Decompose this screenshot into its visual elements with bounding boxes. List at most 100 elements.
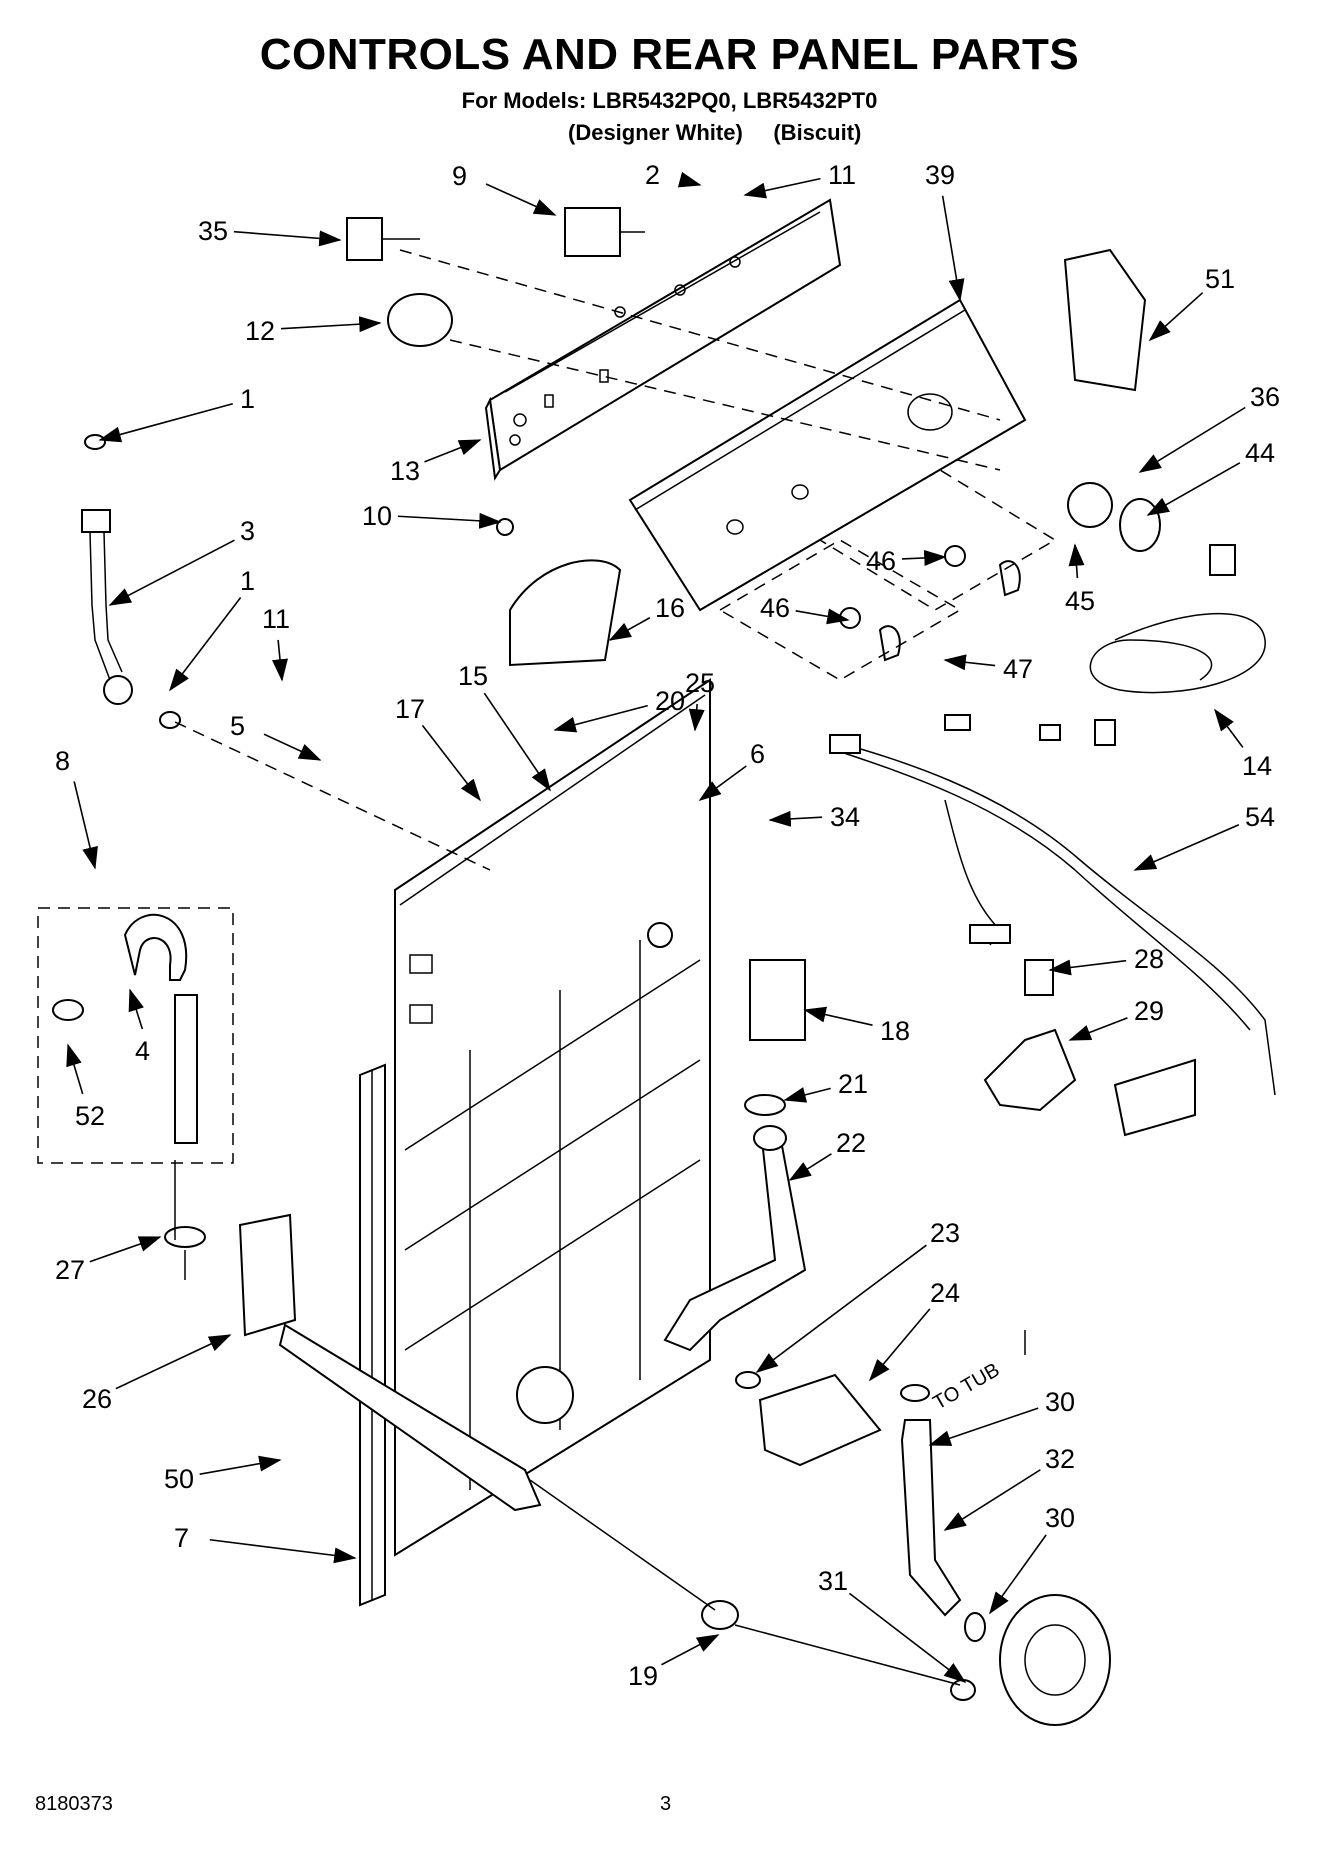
callout-30: 30 — [1045, 1503, 1075, 1533]
callout-9: 9 — [452, 161, 467, 191]
callout-35: 35 — [198, 216, 228, 246]
callout-45: 45 — [1065, 586, 1095, 616]
callout-arrow-14 — [1214, 708, 1244, 748]
callout-20: 20 — [655, 686, 685, 716]
callout-29: 29 — [1134, 996, 1164, 1026]
callout-31: 31 — [818, 1566, 848, 1596]
page-number: 3 — [660, 1793, 672, 1815]
callout-1: 1 — [240, 566, 255, 596]
callout-arrow-27 — [89, 1236, 162, 1263]
control-console — [484, 198, 842, 481]
document-number: 8180373 — [35, 1793, 113, 1815]
callout-arrow-13 — [424, 439, 482, 463]
callout-arrow-20 — [553, 704, 648, 733]
callout-17: 17 — [395, 694, 425, 724]
callout-arrow-25 — [688, 703, 705, 732]
callout-10: 10 — [362, 501, 392, 531]
callout-arrow-15 — [483, 692, 551, 792]
callout-arrow-18 — [803, 1006, 873, 1026]
callout-54: 54 — [1245, 802, 1275, 832]
drain-hose-kit-box — [37, 907, 234, 1164]
callout-26: 26 — [82, 1384, 112, 1414]
callout-47: 47 — [1003, 654, 1033, 684]
callout-arrow-17 — [421, 724, 481, 802]
callout-arrow-11 — [743, 177, 821, 199]
callout-arrow-51 — [1148, 292, 1204, 342]
callout-arrow-1 — [98, 403, 233, 443]
callout-27: 27 — [55, 1255, 85, 1285]
callout-25: 25 — [685, 668, 715, 698]
callout-32: 32 — [1045, 1444, 1075, 1474]
wiring-harness — [829, 544, 1276, 1137]
callout-arrow-30 — [928, 1407, 1039, 1446]
callout-arrow-54 — [1133, 824, 1240, 871]
callout-arrow-8 — [73, 781, 98, 870]
callout-5: 5 — [230, 711, 245, 741]
callout-arrows — [66, 171, 1246, 1683]
callout-1: 1 — [240, 384, 255, 414]
callout-arrow-3 — [108, 539, 235, 606]
callout-30: 30 — [1045, 1387, 1075, 1417]
callout-arrow-11 — [272, 639, 288, 682]
rear-control-panel — [628, 298, 1027, 612]
callout-arrow-1 — [169, 596, 242, 692]
callout-arrow-34 — [768, 810, 823, 827]
callout-arrow-46 — [795, 608, 850, 625]
callout-24: 24 — [930, 1278, 960, 1308]
callout-arrow-45 — [1068, 543, 1085, 579]
tub-drain-assembly — [701, 1330, 1111, 1726]
to-tub-label: TO TUB — [930, 1359, 1004, 1414]
callout-8: 8 — [55, 746, 70, 776]
callout-arrow-50 — [199, 1455, 282, 1475]
callout-11: 11 — [828, 160, 856, 190]
callout-23: 23 — [930, 1218, 960, 1248]
callout-11: 11 — [262, 604, 290, 634]
callout-46: 46 — [866, 546, 896, 576]
rear-panel-frame — [394, 678, 711, 1557]
callout-arrow-31 — [848, 1592, 967, 1683]
color-designer-white: (Designer White) — [568, 120, 743, 145]
callout-13: 13 — [390, 456, 420, 486]
callout-21: 21 — [838, 1069, 868, 1099]
callout-14: 14 — [1242, 751, 1272, 781]
callout-arrow-5 — [263, 733, 322, 761]
callout-arrow-6 — [698, 765, 747, 801]
knob-dashed-groups — [399, 249, 1057, 681]
inlet-hose-left — [81, 434, 491, 871]
callout-arrow-36 — [1138, 406, 1246, 473]
models-line: For Models: LBR5432PQ0, LBR5432PT0 — [461, 88, 878, 113]
callout-arrow-46 — [901, 549, 947, 566]
callout-arrow-9 — [485, 183, 557, 216]
callout-12: 12 — [245, 316, 275, 346]
callout-28: 28 — [1134, 944, 1164, 974]
callout-arrow-44 — [1146, 462, 1241, 516]
callout-arrow-35 — [233, 230, 342, 247]
callout-arrow-32 — [943, 1469, 1041, 1531]
callout-arrow-16 — [608, 617, 651, 641]
callout-arrow-29 — [1068, 1017, 1128, 1041]
side-rail — [359, 1063, 386, 1607]
callout-7: 7 — [174, 1523, 189, 1553]
callout-arrow-19 — [661, 1634, 720, 1666]
callout-3: 3 — [240, 516, 255, 546]
color-biscuit: (Biscuit) — [773, 120, 862, 145]
callout-36: 36 — [1250, 382, 1280, 412]
model-colors: (Designer White) (Biscuit) — [568, 120, 861, 146]
callout-19: 19 — [628, 1661, 658, 1691]
page-title: CONTROLS AND REAR PANEL PARTS — [259, 30, 1080, 79]
callout-arrow-4 — [128, 988, 144, 1030]
callout-15: 15 — [458, 661, 488, 691]
callout-16: 16 — [655, 593, 685, 623]
callout-50: 50 — [164, 1464, 194, 1494]
callout-arrow-39 — [941, 195, 965, 302]
callout-34: 34 — [830, 802, 860, 832]
callout-2: 2 — [645, 160, 660, 190]
callout-arrow-10 — [397, 512, 502, 529]
callout-4: 4 — [135, 1036, 150, 1066]
callout-51: 51 — [1205, 264, 1235, 294]
callout-44: 44 — [1245, 438, 1275, 468]
callout-arrow-23 — [755, 1244, 927, 1373]
callout-arrow-2 — [677, 171, 702, 188]
